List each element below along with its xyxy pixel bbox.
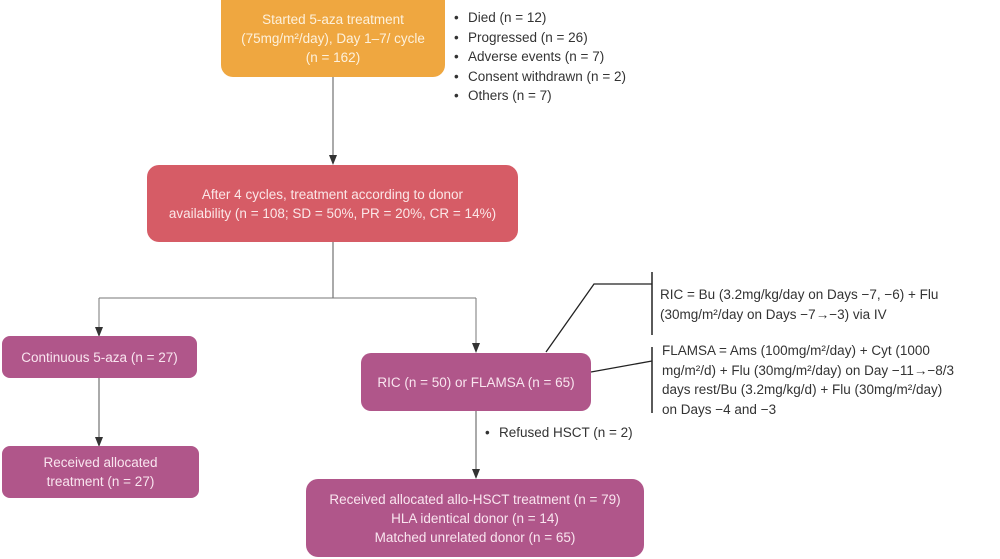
note-flamsa-line-3: days rest/Bu (3.2mg/kg/d) + Flu (30mg/m²… — [662, 382, 943, 397]
exclusion-item: Consent withdrawn (n = 2) — [454, 67, 626, 87]
node-received-line-1: Received allocated — [43, 455, 158, 470]
node-received-allocated-treatment: Received allocated treatment (n = 27) — [2, 446, 199, 498]
callout-ric — [545, 283, 652, 353]
note-flamsa-line-1: FLAMSA = Ams (100mg/m²/day) + Cyt (1000 — [662, 343, 930, 358]
callout-flamsa — [590, 360, 653, 373]
note-ric-regimen: RIC = Bu (3.2mg/kg/day on Days −7, −6) +… — [660, 285, 938, 324]
exclusion-item: Adverse events (n = 7) — [454, 47, 626, 67]
node-after-cycles-line-2: availability (n = 108; SD = 50%, PR = 20… — [168, 205, 497, 221]
note-flamsa-line-2: mg/m²/d) + Flu (30mg/m²/day) on Day −11→… — [662, 362, 954, 378]
note-flamsa-regimen: FLAMSA = Ams (100mg/m²/day) + Cyt (1000 … — [662, 341, 954, 419]
exclusion-item: Others (n = 7) — [454, 86, 626, 106]
exclusion-item: Refused HSCT (n = 2) — [485, 423, 633, 443]
note-flamsa-line-4: on Days −4 and −3 — [662, 401, 777, 417]
node-allo-hsct-line-2: HLA identical donor (n = 14) — [391, 510, 559, 526]
exclusion-item: Died (n = 12) — [454, 8, 626, 28]
node-after-4-cycles: After 4 cycles, treatment according to d… — [147, 165, 518, 242]
note-ric-line-1: RIC = Bu (3.2mg/kg/day on Days −7, −6) +… — [660, 287, 939, 302]
node-received-allo-hsct: Received allocated allo-HSCT treatment (… — [306, 479, 644, 557]
node-ric-or-flamsa: RIC (n = 50) or FLAMSA (n = 65) — [361, 353, 591, 411]
node-after-cycles-line-1: After 4 cycles, treatment according to d… — [201, 186, 464, 202]
node-allo-hsct-line-3: Matched unrelated donor (n = 65) — [374, 529, 576, 545]
node-start-line-2: (75mg/m²/day), Day 1–7/ cycle — [241, 31, 425, 46]
node-ric-flamsa-line-1: RIC (n = 50) or FLAMSA (n = 65) — [377, 374, 575, 390]
exclusion-list-start: Died (n = 12) Progressed (n = 26) Advers… — [454, 8, 626, 106]
node-start-5aza: Started 5-aza treatment (75mg/m²/day), D… — [221, 0, 445, 77]
node-continuous-line-1: Continuous 5-aza (n = 27) — [21, 349, 178, 365]
node-start-line-3: (n = 162) — [305, 50, 361, 65]
node-allo-hsct-line-1: Received allocated allo-HSCT treatment (… — [329, 491, 621, 507]
note-ric-line-2: (30mg/m²/day on Days −7→−3) via IV — [660, 306, 887, 322]
exclusion-list-ric: Refused HSCT (n = 2) — [485, 423, 633, 443]
node-start-line-1: Started 5-aza treatment — [262, 12, 404, 27]
exclusion-item: Progressed (n = 26) — [454, 28, 626, 48]
node-continuous-5aza: Continuous 5-aza (n = 27) — [2, 336, 197, 378]
node-received-line-2: treatment (n = 27) — [46, 474, 155, 489]
